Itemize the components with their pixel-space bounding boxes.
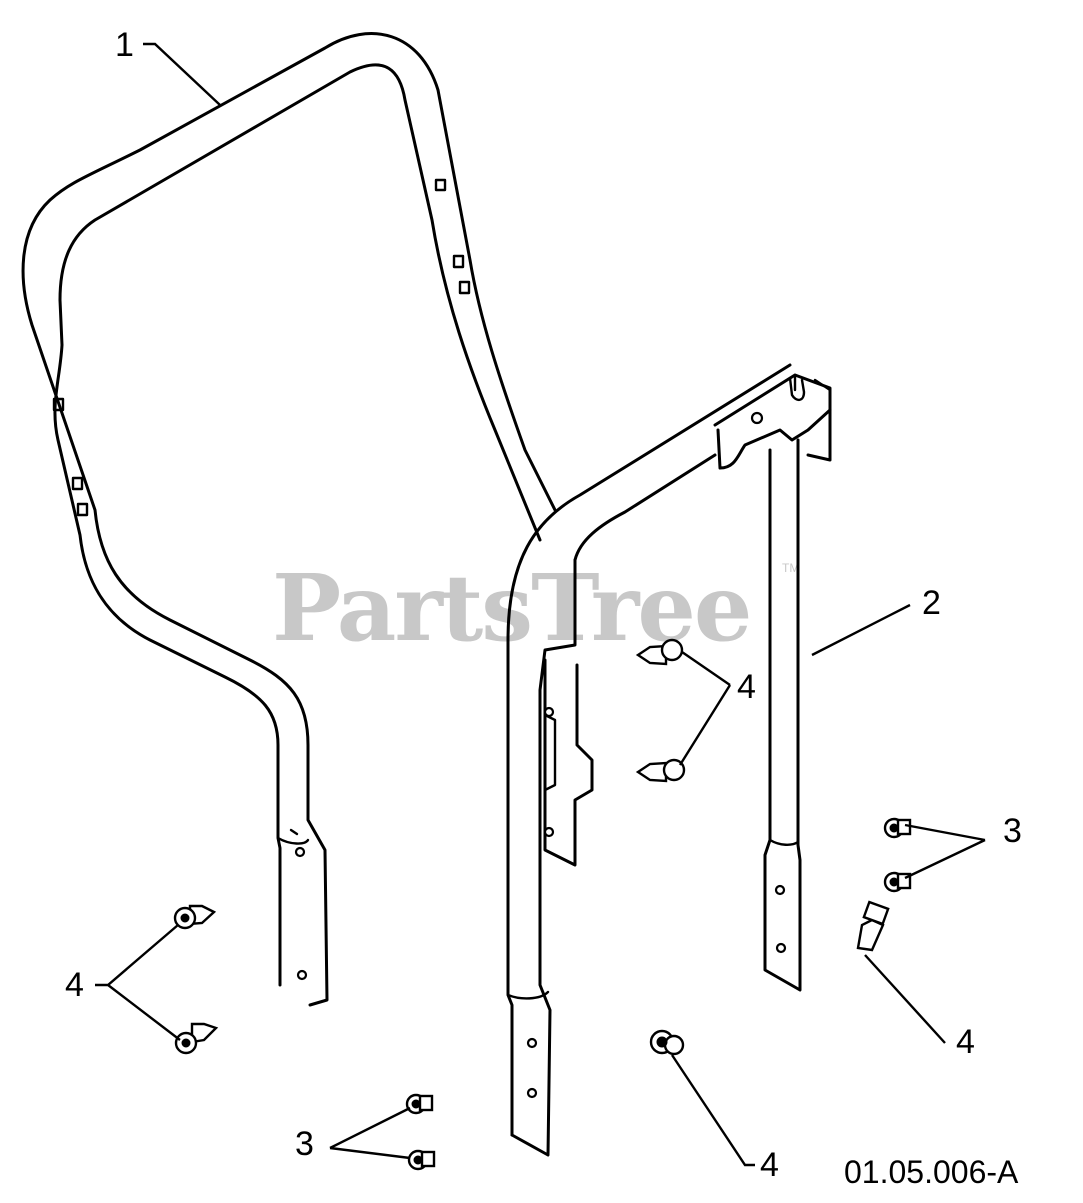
callouts: 1 2 3 3 4 4 4 4 <box>65 26 1022 1184</box>
callout-1: 1 <box>115 26 134 64</box>
callout-3-bottom: 3 <box>295 1125 314 1163</box>
bolt-4-left-upper <box>173 904 217 930</box>
leader-2 <box>811 603 911 657</box>
figure-id: 01.05.006-A <box>844 1154 1019 1190</box>
leader-3-right <box>904 823 986 880</box>
nut-4-bottom-center <box>649 1029 685 1056</box>
callout-2: 2 <box>922 584 941 622</box>
callout-3-right: 3 <box>1003 812 1022 850</box>
bolt-3-right-upper <box>883 817 912 839</box>
leader-lines <box>95 42 986 1167</box>
leader-4-bottom <box>671 1054 755 1167</box>
bolt-3-bottom-upper <box>405 1093 434 1115</box>
watermark: PartsTree TM <box>272 554 799 662</box>
callout-4-center: 4 <box>737 668 756 706</box>
leader-4-center <box>678 651 732 766</box>
leader-1 <box>143 42 221 106</box>
bolt-4-upper-center <box>635 638 684 666</box>
bolt-3-bottom-lower <box>407 1149 436 1171</box>
leader-3-bottom <box>329 1106 411 1160</box>
hardware <box>173 638 912 1171</box>
watermark-trademark: TM <box>782 561 799 575</box>
part-2-handle-bracket <box>506 363 832 1157</box>
bolt-4-right <box>856 900 890 952</box>
leader-4-left <box>95 924 181 1041</box>
bolt-3-right-lower <box>883 871 912 893</box>
part-1-handle-frame <box>21 32 557 1007</box>
bolt-4-left-lower <box>174 1022 219 1055</box>
leader-4-right <box>864 954 946 1044</box>
callout-4-bottom: 4 <box>760 1146 779 1184</box>
bolt-4-mid-center <box>635 758 686 783</box>
callout-4-right: 4 <box>956 1023 975 1061</box>
callout-4-left: 4 <box>65 966 84 1004</box>
